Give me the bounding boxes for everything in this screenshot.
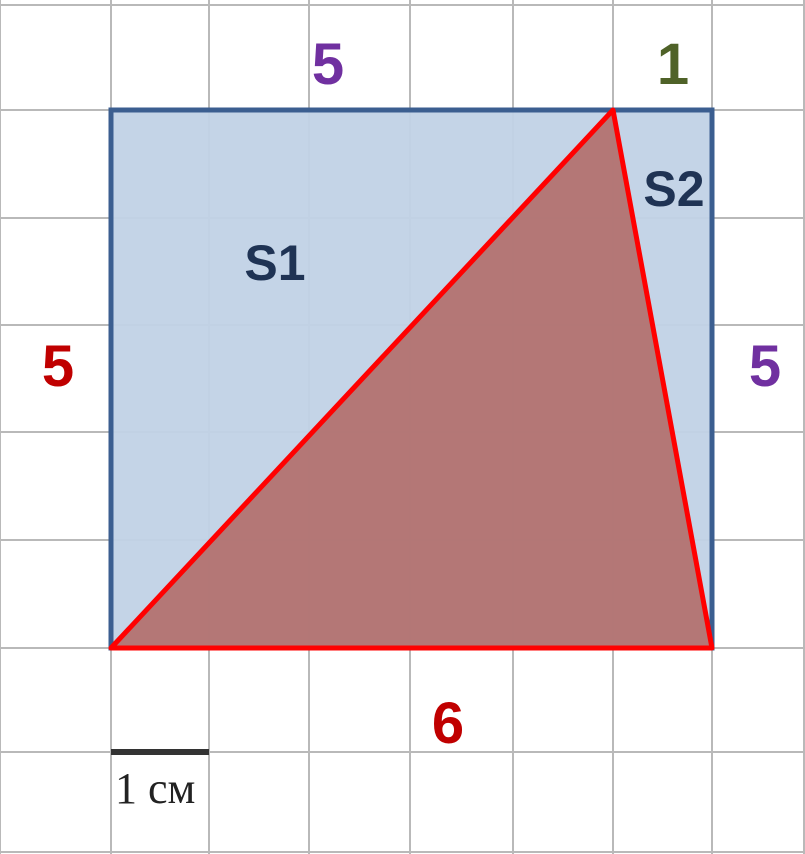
label-top-right-segment: 1 bbox=[657, 32, 689, 97]
label-region-s2: S2 bbox=[643, 161, 704, 217]
triangle bbox=[108, 107, 715, 651]
label-bottom-side: 6 bbox=[432, 691, 464, 756]
label-top-left-segment: 5 bbox=[312, 32, 344, 97]
label-region-s1: S1 bbox=[244, 235, 305, 291]
label-left-side: 5 bbox=[42, 334, 74, 399]
scale-label: 1 см bbox=[115, 764, 195, 813]
label-right-side: 5 bbox=[749, 334, 781, 399]
